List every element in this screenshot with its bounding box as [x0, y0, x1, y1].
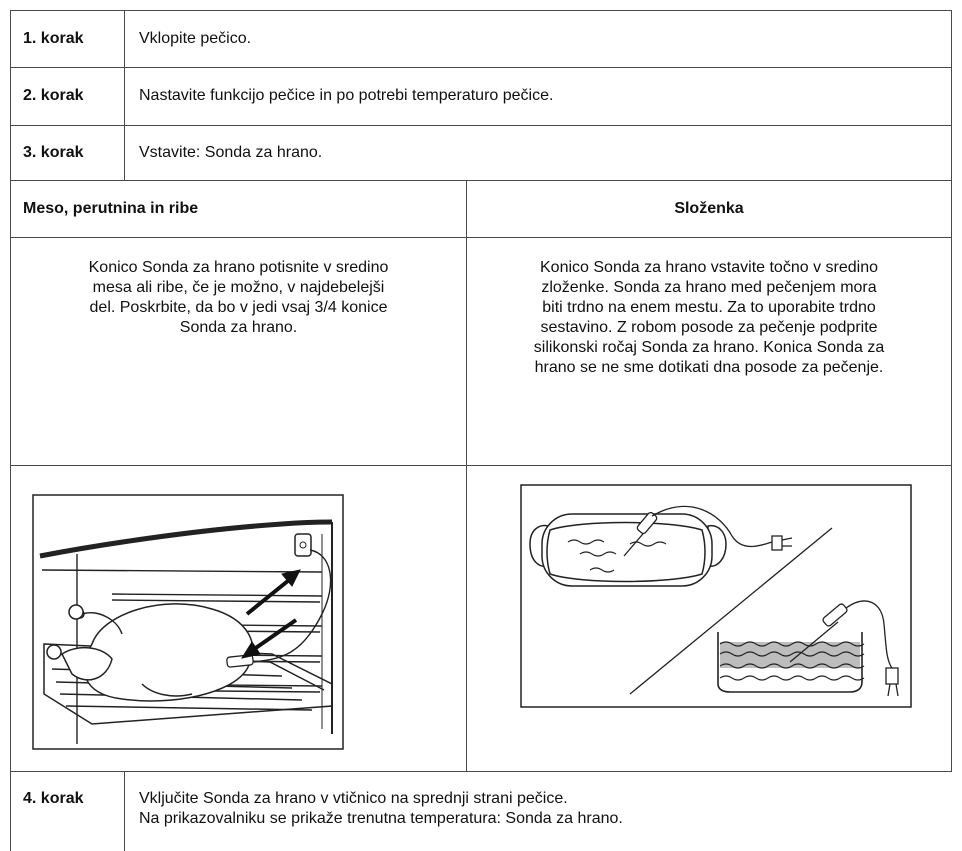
table-left-border	[10, 10, 11, 851]
row-divider	[10, 465, 952, 466]
step-1-label: 1. korak	[23, 30, 84, 47]
table-right-border	[951, 10, 952, 772]
row-divider	[10, 771, 952, 772]
step-4-line-2: Na prikazovalniku se prikaže trenutna te…	[139, 810, 623, 827]
step-4-label: 4. korak	[23, 790, 84, 807]
step-2-label: 2. korak	[23, 87, 84, 104]
right-column-text: Konico Sonda za hrano vstavite točno v s…	[533, 259, 885, 376]
row-divider	[10, 67, 952, 68]
label-column-divider	[124, 10, 125, 181]
row-divider	[10, 125, 952, 126]
label-column-divider	[124, 771, 125, 851]
oven-chicken-illustration	[32, 494, 344, 750]
step-3-text: Vstavite: Sonda za hrano.	[139, 144, 323, 161]
table-top-border	[10, 10, 952, 11]
step-1-text: Vklopite pečico.	[139, 30, 252, 47]
step-4-line-1: Vključite Sonda za hrano v vtičnico na s…	[139, 790, 568, 807]
row-divider	[10, 237, 952, 238]
step-3-label: 3. korak	[23, 144, 84, 161]
step-2-text: Nastavite funkcijo pečice in po potrebi …	[139, 87, 554, 104]
right-column-header: Složenka	[674, 200, 744, 217]
casserole-probe-illustration	[520, 484, 912, 708]
left-column-header: Meso, perutnina in ribe	[23, 200, 199, 217]
left-column-text: Konico Sonda za hrano potisnite v sredin…	[88, 259, 389, 336]
center-column-divider	[466, 180, 467, 772]
row-divider	[10, 180, 952, 181]
